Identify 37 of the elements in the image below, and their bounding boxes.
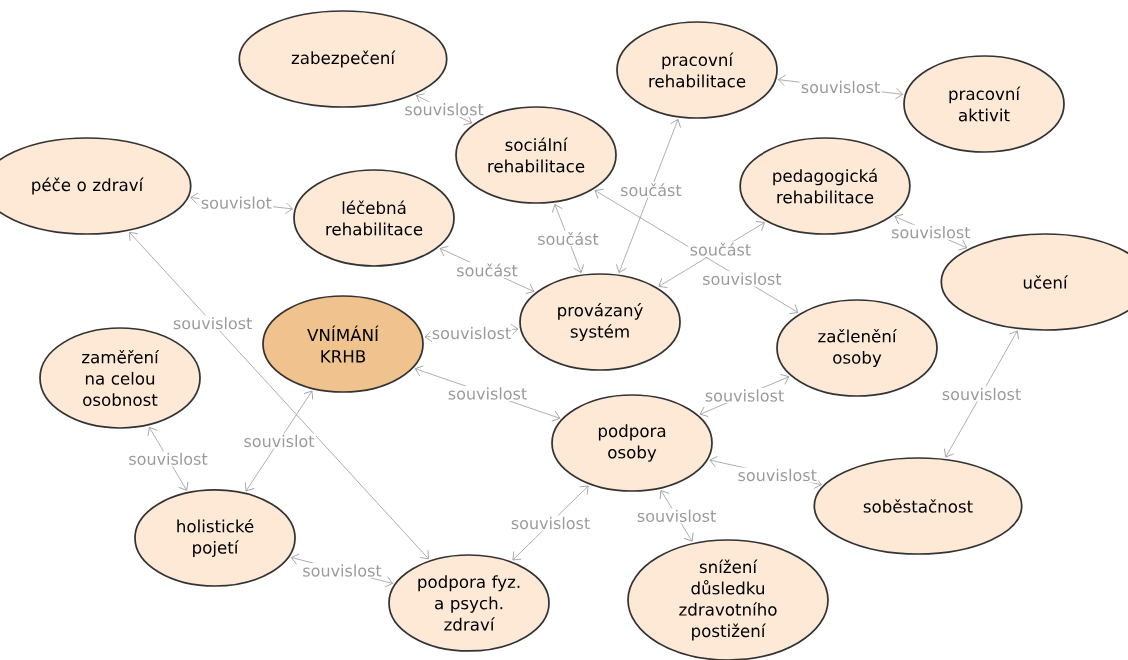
arrow [658, 221, 765, 288]
ellipse-node: VNÍMÁNÍ KRHB [262, 295, 424, 393]
edge-label: souvislost [171, 315, 254, 331]
ellipse-node: podpora fyz. a psych. zdraví [388, 554, 550, 652]
edge-label: součást [454, 262, 520, 278]
ellipse-node: snížení důsledku zdravotního postižení [627, 539, 829, 660]
arrow [551, 204, 585, 273]
edge-label: souvislost [127, 451, 209, 467]
ellipse-node: léčebná rehabilitace [293, 169, 455, 267]
edge-label: souvislot [199, 195, 274, 211]
edge-label: souvislost [403, 101, 486, 117]
edge-label: souvislost [446, 385, 529, 401]
edge-label: souvislost [430, 325, 513, 341]
edge-label: součást [618, 181, 683, 198]
arrow [512, 485, 589, 561]
arrow [244, 390, 314, 492]
ellipse-node: provázaný systém [519, 273, 681, 371]
arrow [616, 119, 681, 273]
arrow [147, 426, 189, 491]
arrow [659, 490, 694, 542]
arrow [129, 231, 429, 560]
edge-label: souvislost [799, 79, 882, 95]
edge-label: souvislost [509, 515, 592, 531]
edge-label: souvislost [635, 508, 718, 524]
edge-label: souvislost [301, 562, 383, 578]
edge-label: souvislot [242, 433, 316, 449]
edge-label: součást [688, 241, 753, 258]
edge-label: souvislost [940, 386, 1023, 402]
ellipse-node: pracovní rehabilitace [616, 21, 778, 119]
edge-label: souvislost [700, 271, 783, 287]
edge-label: souvislost [736, 467, 819, 483]
ellipse-node: holistické pojetí [134, 489, 296, 587]
edge-label: souvislost [889, 224, 972, 240]
edge-label: souvislost [703, 387, 786, 403]
ellipse-node: pracovní aktivit [903, 55, 1065, 153]
edge-label: součást [535, 230, 601, 247]
arrow [944, 330, 1019, 458]
